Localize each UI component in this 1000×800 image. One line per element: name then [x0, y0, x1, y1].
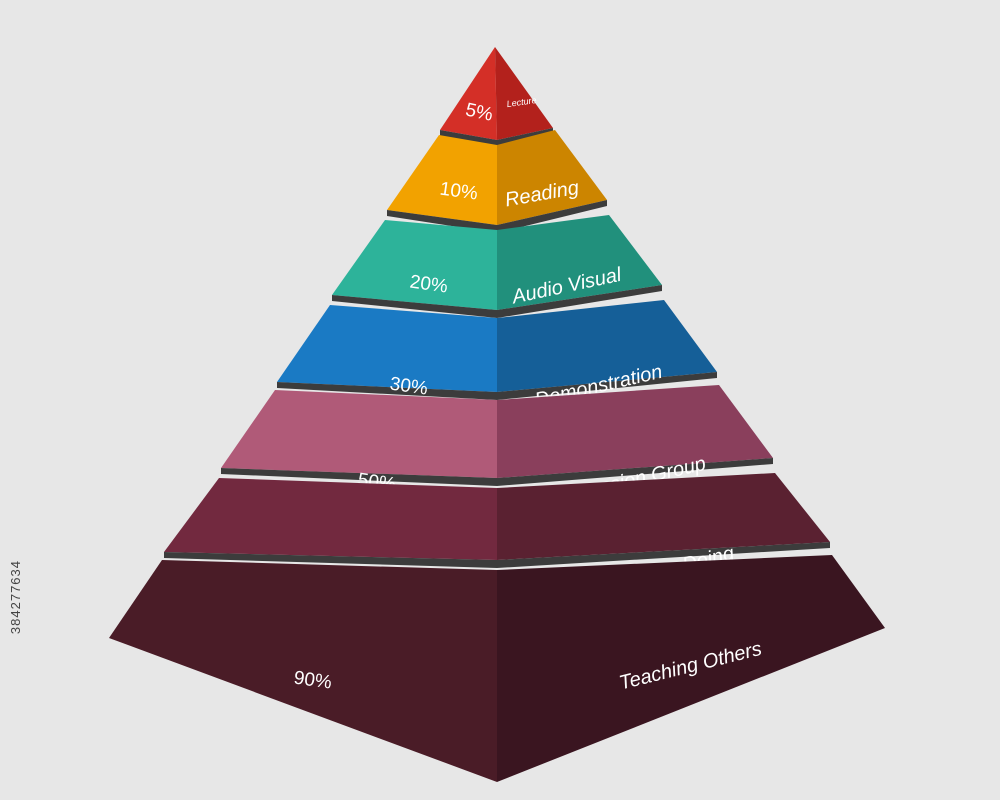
tier-lecture-label: Lecture [506, 95, 537, 109]
tier-practice-by-doing-left-face [164, 478, 497, 560]
tier-reading-right-face [497, 130, 607, 225]
tier-audio-visual-right-face [497, 215, 662, 310]
tier-discussion-group-right-face [497, 385, 773, 478]
tier-separator [277, 372, 717, 400]
tier-practice-by-doing-right-face [497, 473, 830, 560]
tier-separator [164, 542, 830, 568]
tier-reading-left-face [387, 135, 497, 225]
tier-demonstration-right-face [497, 300, 717, 392]
tier-teaching-others-left-face [109, 560, 497, 782]
tier-discussion-group-left-face [221, 390, 497, 478]
tier-lecture-right-face [495, 47, 553, 140]
tier-lecture-left-face [440, 47, 497, 140]
tier-separator [332, 285, 662, 318]
tier-demonstration-left-face [277, 305, 497, 392]
tier-teaching-others-right-face [497, 555, 885, 782]
tier-separator [387, 200, 607, 233]
tier-separator [221, 458, 773, 486]
stock-image-id: 384277634 [8, 560, 23, 635]
tier-audio-visual-left-face [332, 220, 497, 310]
